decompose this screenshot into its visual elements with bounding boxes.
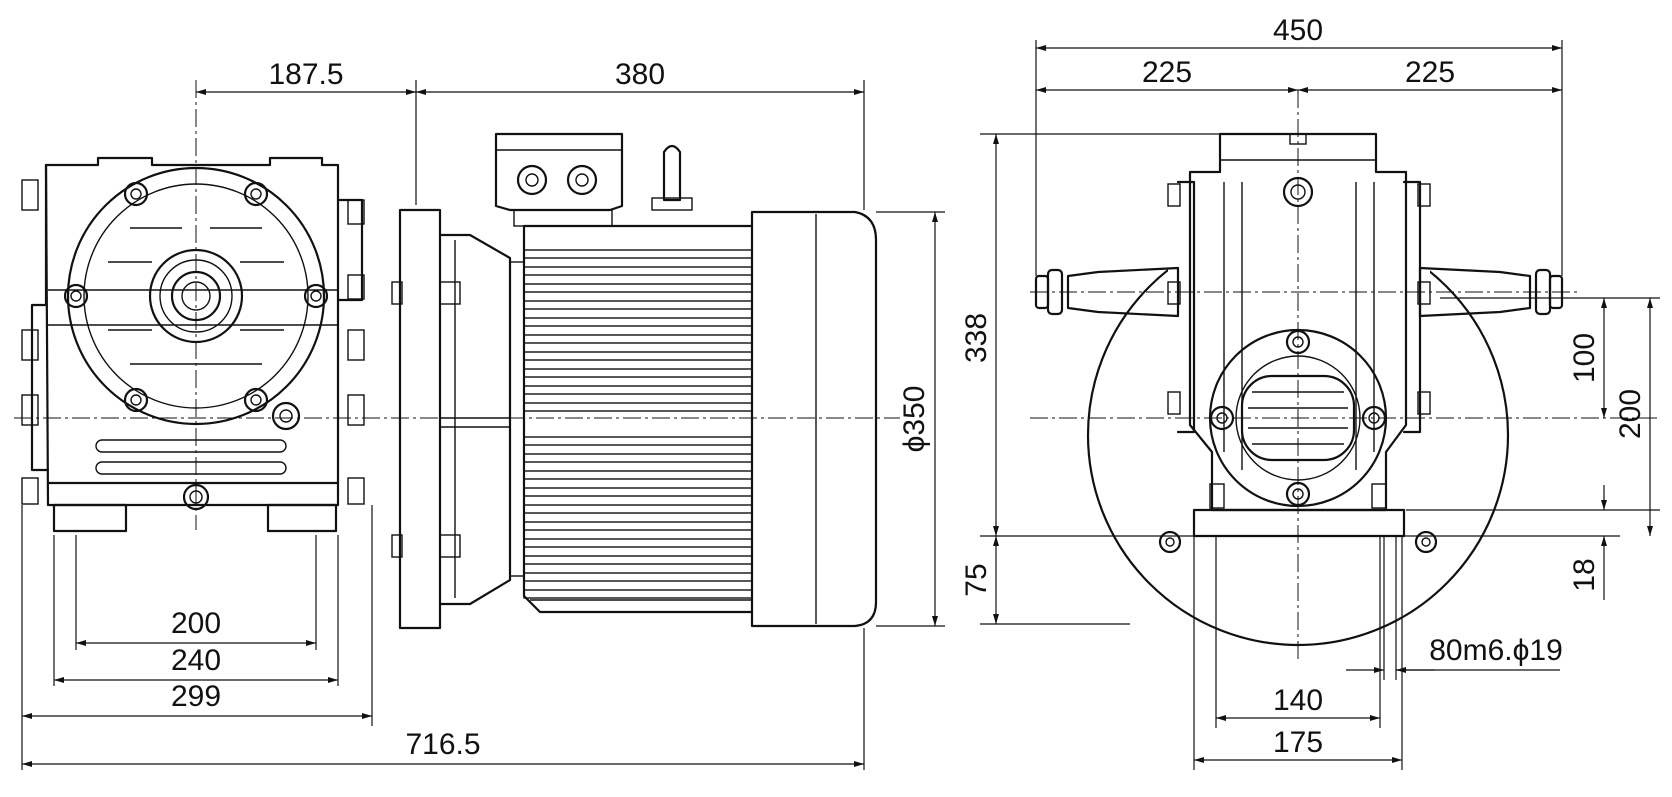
- dim-foot-span-end: 175: [1273, 726, 1323, 759]
- dim-half-width-left: 225: [1142, 56, 1192, 89]
- dim-shaft-spec: 80m6.ϕ19: [1429, 634, 1563, 667]
- dim-foot-hole-spacing-end: 140: [1273, 684, 1323, 717]
- cooling-fin: [523, 266, 753, 276]
- worm-shaft: [1034, 266, 1564, 318]
- dim-center-offset: 100: [1568, 333, 1601, 383]
- end-view: 450 225 225 338 75 100 200 18 80m6.ϕ19 1…: [960, 14, 1660, 770]
- dim-gearbox-width: 299: [171, 680, 221, 713]
- cooling-fin: [523, 249, 753, 259]
- cooling-fin: [523, 589, 753, 599]
- cooling-fin: [523, 504, 753, 514]
- cooling-fin: [523, 283, 753, 293]
- cooling-fin: [523, 300, 753, 310]
- cooling-fin: [523, 402, 753, 412]
- dim-gearbox-offset: 187.5: [268, 58, 343, 91]
- cooling-fin: [523, 385, 753, 395]
- cooling-fin: [523, 538, 753, 548]
- dim-foot-span: 240: [171, 644, 221, 677]
- dim-overall-length: 716.5: [405, 728, 480, 761]
- cooling-fin: [523, 351, 753, 361]
- cooling-fin: [523, 436, 753, 446]
- cooling-fin: [523, 521, 753, 531]
- dim-motor-length: 380: [615, 58, 665, 91]
- dim-overall-width: 450: [1273, 14, 1323, 47]
- cooling-fin: [523, 317, 753, 327]
- cooling-fin: [523, 572, 753, 582]
- gearbox-housing: [21, 156, 365, 533]
- motor-flange: [391, 208, 525, 630]
- cooling-fin: [523, 470, 753, 480]
- cooling-fin: [523, 334, 753, 344]
- dim-flange-diameter: ϕ350: [898, 386, 931, 453]
- motor-body: [494, 132, 878, 628]
- cooling-fin: [523, 487, 753, 497]
- cooling-fins: [523, 249, 753, 599]
- dim-overall-height: 338: [960, 313, 993, 363]
- cooling-fin: [523, 368, 753, 378]
- dim-half-width-right: 225: [1405, 56, 1455, 89]
- dim-base-height: 75: [960, 563, 993, 596]
- dim-shaft-height: 200: [1614, 389, 1647, 439]
- side-view: 187.5 380 200 240 299 716.5 ϕ350: [14, 58, 945, 770]
- cooling-fin: [523, 453, 753, 463]
- dim-base-thickness: 18: [1568, 558, 1601, 591]
- cooling-fin: [523, 555, 753, 565]
- dim-foot-hole-spacing: 200: [171, 607, 221, 640]
